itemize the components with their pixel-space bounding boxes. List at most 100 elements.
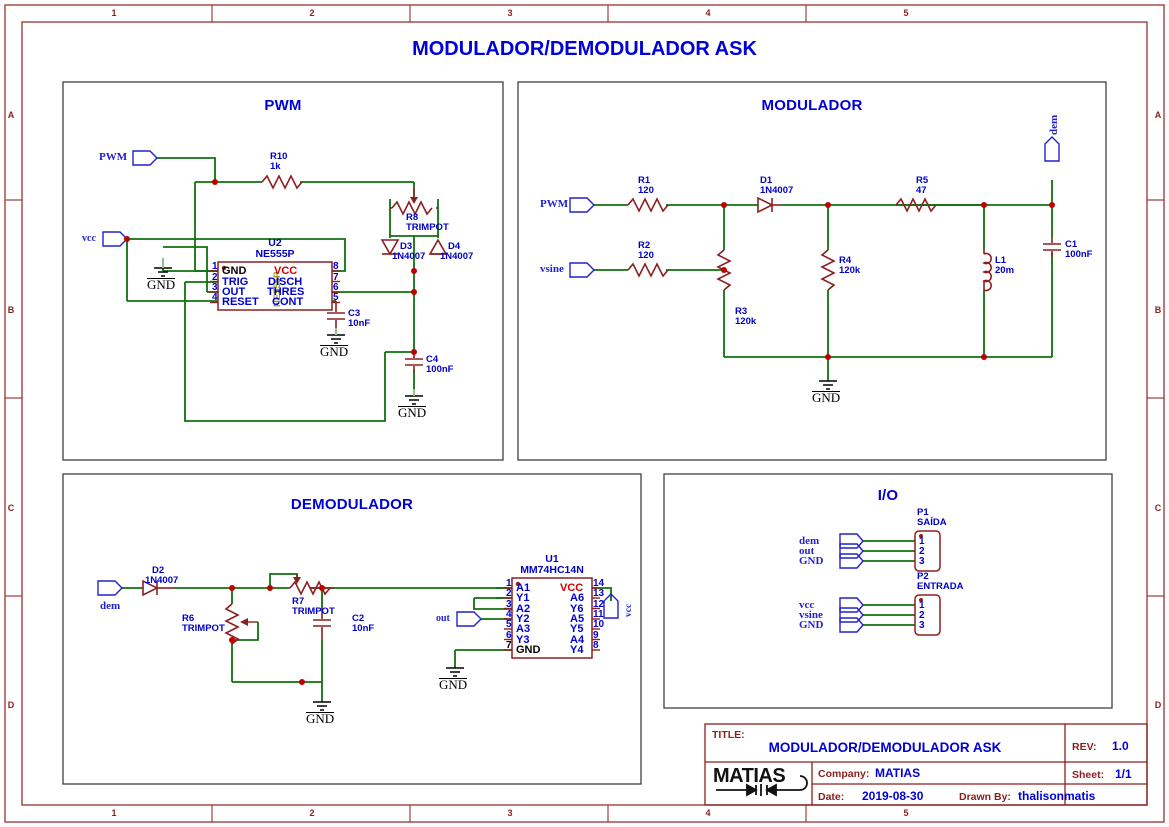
frame-row-a-left: A (7, 110, 15, 120)
titleblock-sheet-label: Sheet: (1072, 769, 1105, 781)
r5-value: 47 (916, 185, 927, 196)
p1-name: SAÍDA (917, 517, 947, 528)
titleblock-drawnby-label: Drawn By: (959, 791, 1011, 803)
frame-row-b-left: B (7, 305, 15, 315)
r3-value: 120k (735, 316, 757, 327)
frame-col-1-top: 1 (111, 8, 117, 18)
u1-pin-gnd: GND (516, 644, 541, 656)
modulador-block-border (517, 81, 1107, 461)
p1-pinnum-2: 2 (919, 546, 925, 557)
pwm-flag-label-pwm: PWM (99, 151, 128, 163)
pwm-flag-shapes (102, 150, 158, 247)
d3-value: 1N4007 (392, 251, 426, 262)
u1-pin-vcc: VCC (560, 582, 584, 594)
u1-pinnum-13: 13 (593, 588, 605, 599)
pwm-flag-label-vcc: vcc (82, 233, 96, 244)
frame-col-5-bottom: 5 (903, 808, 909, 818)
p2-pinnum-3: 3 (919, 620, 925, 631)
p1-pinnum-1: 1 (919, 536, 925, 547)
modulador-wires (594, 180, 1053, 381)
p2-net-vcc: vcc (799, 599, 815, 611)
u1-pin-y6: Y6 (570, 603, 584, 615)
u1-pin-a5: A5 (570, 613, 585, 625)
u2-pinnum-3: 3 (212, 282, 218, 293)
u2-pin-cont: CONT (272, 296, 304, 308)
pwm-gnd-label-1: GND (147, 277, 176, 292)
u1-pinnum-2: 2 (506, 588, 512, 599)
u1-chip-body (511, 577, 593, 659)
pwm-ground-stems (162, 258, 415, 396)
d1-ref: D1 (760, 175, 773, 186)
r8-ref: R8 (406, 212, 419, 223)
frame-col-4-top: 4 (705, 8, 711, 18)
modulador-gnd-label: GND (812, 390, 841, 405)
p2-net-gnd: GND (799, 619, 824, 631)
demodulador-flag-shapes (97, 580, 619, 627)
r6-ref: R6 (182, 613, 195, 624)
p2-ref: P2 (917, 571, 929, 582)
frame-col-2-top: 2 (309, 8, 315, 18)
u2-pin-gnd: GND (222, 265, 247, 277)
frame-row-c-right: C (1154, 503, 1162, 513)
demodulador-gnd-label-2: GND (439, 677, 468, 692)
c4-value: 100nF (426, 364, 454, 375)
u1-ref: U1 (545, 553, 559, 565)
frame-col-5-top: 5 (903, 8, 909, 18)
r3-ref: R3 (735, 306, 748, 317)
io-block-title: I/O (877, 487, 899, 504)
matias-logo-text: MATIAS (713, 765, 786, 787)
c2-ref: C2 (352, 613, 365, 624)
frame-row-d-left: D (7, 700, 15, 710)
page-title: MODULADOR/DEMODULADOR ASK (412, 38, 757, 60)
u2-pin-stubs (210, 270, 340, 304)
u1-pinnum-9: 9 (593, 630, 599, 641)
u2-pin-vcc: VCC (274, 265, 298, 277)
u1-pin-y5: Y5 (570, 623, 584, 635)
demod-flag-label-dem: dem (100, 600, 121, 612)
u2-pin-reset: RESET (222, 296, 259, 308)
r7-ref: R7 (292, 596, 305, 607)
pwm-block-title: PWM (264, 97, 302, 114)
r1-ref: R1 (638, 175, 651, 186)
u2-pin-disch: DISCH (268, 276, 303, 288)
demodulador-block-border (62, 473, 642, 785)
u2-pin-out: OUT (222, 286, 246, 298)
u1-pin-a4: A4 (570, 634, 585, 646)
r1-value: 120 (638, 185, 654, 196)
titleblock-sheet-value: 1/1 (1115, 767, 1132, 781)
demodulador-junctions (229, 585, 325, 685)
titleblock-company-label: Company: (818, 768, 870, 780)
u1-pin-y3: Y3 (516, 634, 530, 646)
modulador-junctions (721, 202, 1055, 360)
u1-pinnum-10: 10 (593, 619, 605, 630)
pwm-component-leads (261, 174, 448, 372)
titleblock-date-label: Date: (818, 791, 845, 803)
u1-pinnum-4: 4 (506, 609, 512, 620)
modulador-flag-shapes (569, 136, 1060, 278)
d4-value: 1N4007 (440, 251, 474, 262)
demodulador-ground-symbols (313, 667, 464, 711)
p2-pinnum-1: 1 (919, 600, 925, 611)
frame-row-b-right: B (1154, 305, 1162, 315)
u1-pin1-marker (515, 581, 521, 587)
frame-col-4-bottom: 4 (705, 808, 711, 818)
modulador-block-title: MODULADOR (761, 97, 863, 114)
r10-value: 1k (270, 161, 281, 172)
frame-col-1-bottom: 1 (111, 808, 117, 818)
titleblock-rev-label: REV: (1072, 741, 1097, 753)
u2-part: NE555P (255, 248, 295, 260)
u2-pinnum-7: 7 (333, 272, 339, 283)
io-wires (863, 540, 915, 626)
frame-row-c-left: C (7, 503, 15, 513)
frame-row-d-right: D (1154, 700, 1162, 710)
d2-value: 1N4007 (145, 575, 179, 586)
r5-ref: R5 (916, 175, 929, 186)
u2-pin-thres: THRES (267, 286, 305, 298)
u1-pin-y2: Y2 (516, 613, 530, 625)
u1-pinnum-7: 7 (506, 640, 512, 651)
p2-net-vsine: vsine (799, 609, 823, 621)
titleblock-company-value: MATIAS (875, 766, 921, 780)
mod-flag-label-vsine: vsine (540, 263, 564, 275)
